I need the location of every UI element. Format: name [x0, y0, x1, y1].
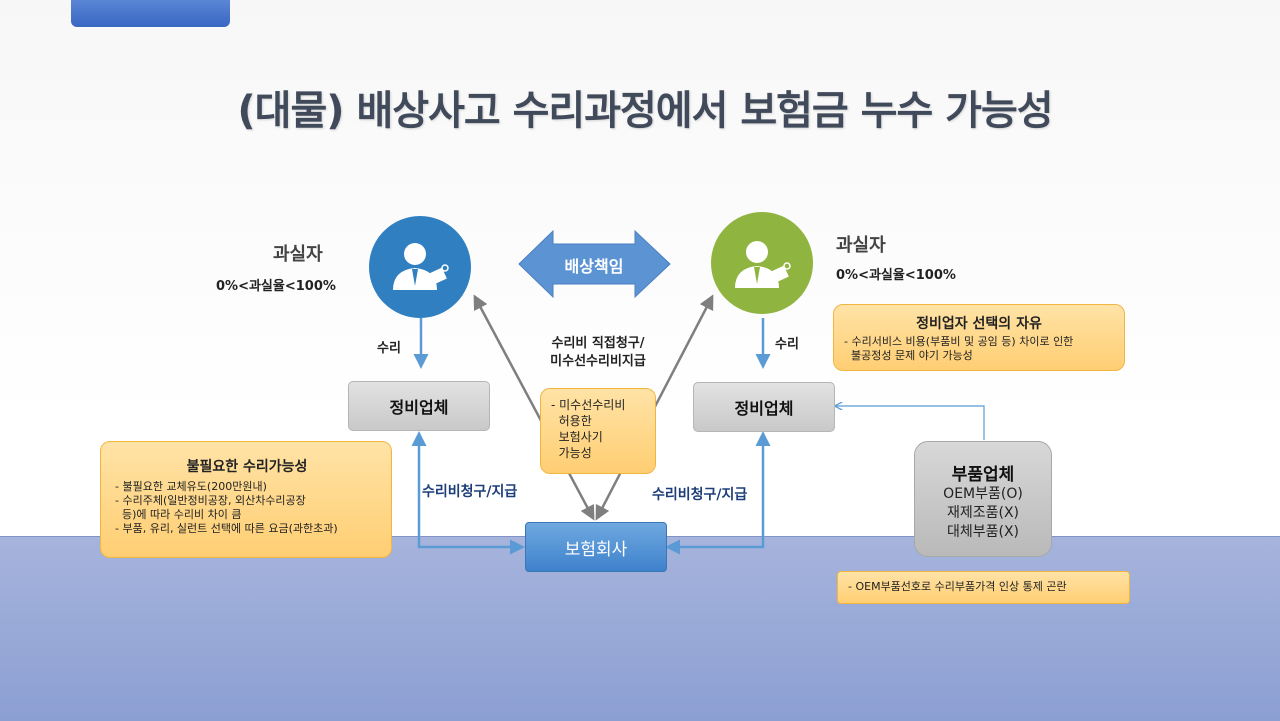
- unnecessary-line: - 부품, 유리, 실런트 선택에 따른 요금(과한초과): [115, 522, 338, 535]
- shop-choice-title: 정비업자 선택의 자유: [916, 316, 1042, 332]
- center-claim-line1: 수리비 직접청구/: [551, 336, 645, 351]
- right-party-ratio: 0%<과실율<100%: [836, 268, 956, 283]
- unnecessary-repair-title: 불필요한 수리가능성: [186, 459, 308, 475]
- oem-note-box: - OEM부품선호로 수리부품가격 인상 통제 곤란: [837, 571, 1130, 604]
- repair-shop-right: 정비업체: [693, 382, 835, 432]
- parts-supplier-box: 부품업체 OEM부품(O) 재제조품(X) 대체부품(X): [914, 441, 1052, 557]
- claim-label-right: 수리비청구/지급: [652, 487, 748, 503]
- right-party-label: 과실자: [836, 235, 886, 256]
- parts-line-remanufactured: 재제조품(X): [946, 505, 1020, 521]
- center-claim-text: 수리비 직접청구/ 미수선수리비지급: [538, 335, 658, 371]
- insurance-fraud-note: - 미수선수리비 허용한 보험사기 가능성: [540, 388, 656, 474]
- repair-label-right: 수리: [775, 337, 799, 352]
- left-party-avatar: [369, 216, 471, 318]
- center-claim-line2: 미수선수리비지급: [550, 354, 646, 369]
- fraud-note-line1: - 미수선수리비: [551, 398, 626, 412]
- shop-choice-line: - 수리서비스 비용(부품비 및 공임 등) 차이로 인한: [844, 335, 1074, 348]
- parts-supply-line: [836, 406, 985, 440]
- parts-supplier-title: 부품업체: [951, 465, 1015, 485]
- unnecessary-repair-box: 불필요한 수리가능성 - 불필요한 교체유도(200만원내) - 수리주체(일반…: [100, 441, 392, 558]
- liability-double-arrow: [518, 229, 671, 299]
- businessman-icon: [393, 243, 449, 290]
- fraud-note-line2: 허용한: [551, 414, 592, 428]
- fraud-note-line4: 가능성: [551, 446, 592, 460]
- diagonal-arrow-left: [473, 294, 595, 521]
- right-party-avatar: [711, 212, 813, 314]
- repair-label-left: 수리: [377, 341, 401, 356]
- shop-choice-line: 불공정성 문제 야기 가능성: [844, 349, 973, 362]
- left-party-ratio: 0%<과실율<100%: [216, 279, 336, 294]
- businessman-icon: [735, 241, 791, 288]
- claim-path-left: [411, 431, 525, 555]
- oem-note-text: - OEM부품선호로 수리부품가격 인상 통제 곤란: [848, 580, 1067, 593]
- claim-label-left: 수리비청구/지급: [422, 484, 518, 500]
- fraud-note-line3: 보험사기: [551, 430, 603, 444]
- top-accent-tab: [71, 0, 230, 27]
- left-party-label: 과실자: [273, 244, 323, 265]
- shop-choice-box: 정비업자 선택의 자유 - 수리서비스 비용(부품비 및 공임 등) 차이로 인…: [833, 304, 1125, 371]
- repair-shop-left: 정비업체: [348, 381, 490, 431]
- unnecessary-line: - 불필요한 교체유도(200만원내): [115, 480, 267, 493]
- unnecessary-line: 등)에 따라 수리비 차이 큼: [115, 508, 242, 521]
- insurance-company-box: 보험회사: [525, 522, 667, 572]
- parts-line-oem: OEM부품(O): [943, 486, 1023, 502]
- claim-path-right: [665, 431, 771, 555]
- unnecessary-line: - 수리주체(일반정비공장, 외산차수리공장: [115, 494, 306, 507]
- parts-line-alternative: 대체부품(X): [946, 524, 1020, 540]
- liability-label: 배상책임: [564, 257, 624, 276]
- page-title: (대물) 배상사고 수리과정에서 보험금 누수 가능성: [237, 88, 1053, 134]
